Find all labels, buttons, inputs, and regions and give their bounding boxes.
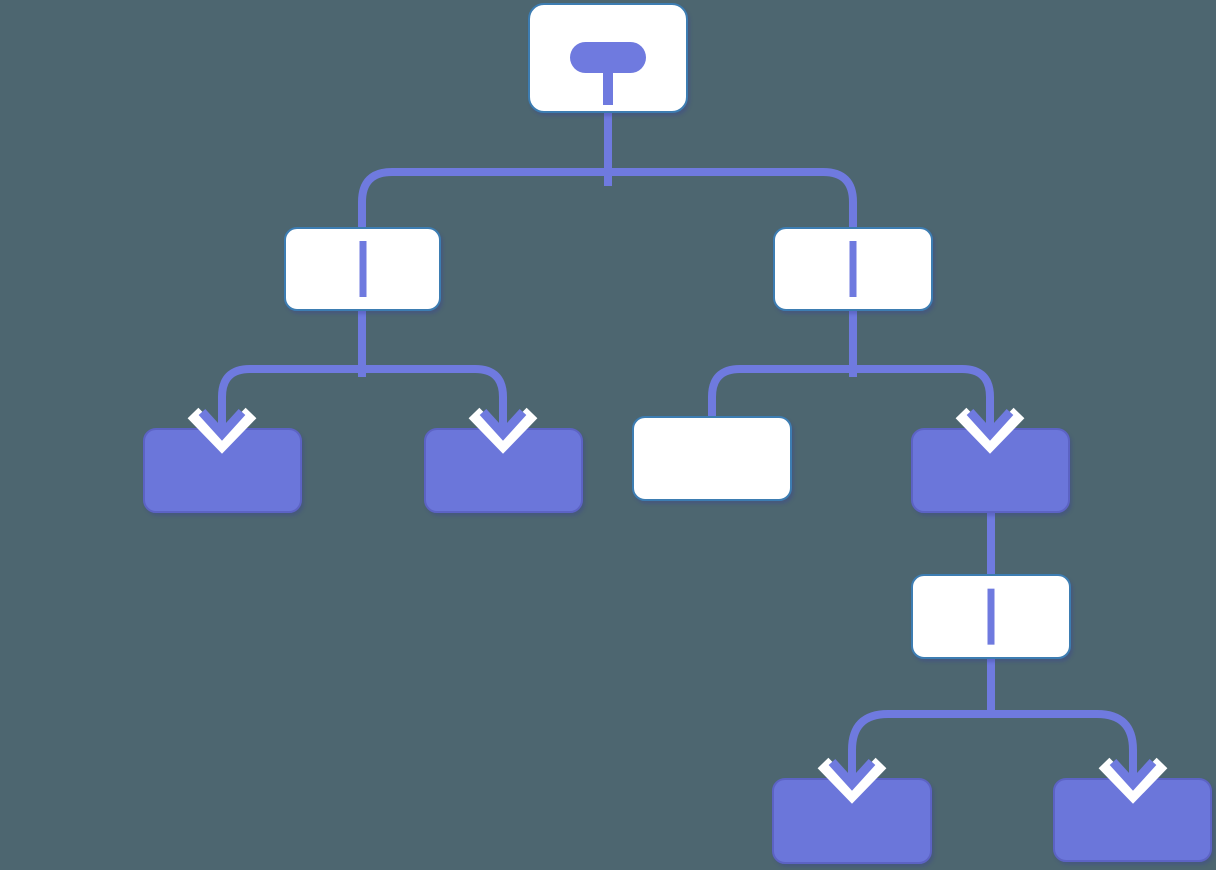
node-leaf-far-left[interactable] (143, 428, 302, 513)
connector-fork (848, 710, 1137, 768)
node-leaf-mid-left[interactable] (424, 428, 583, 513)
node-root[interactable] (528, 3, 688, 113)
node-leaf-right[interactable] (911, 428, 1070, 513)
tree-root-icon (570, 42, 646, 74)
connector-fork (218, 365, 507, 418)
split-line-icon (849, 241, 857, 297)
node-split-bottom[interactable] (911, 574, 1071, 659)
node-plain-white[interactable] (632, 416, 792, 501)
node-leaf-bottom-left[interactable] (772, 778, 932, 864)
node-split-left[interactable] (284, 227, 441, 311)
node-leaf-bottom-right[interactable] (1053, 778, 1212, 862)
connector-fork (708, 365, 994, 422)
node-split-right[interactable] (773, 227, 933, 311)
split-line-icon (359, 241, 366, 297)
connector-fork (358, 168, 857, 232)
tree-root-icon-stem (603, 70, 613, 105)
split-line-icon (987, 588, 995, 645)
